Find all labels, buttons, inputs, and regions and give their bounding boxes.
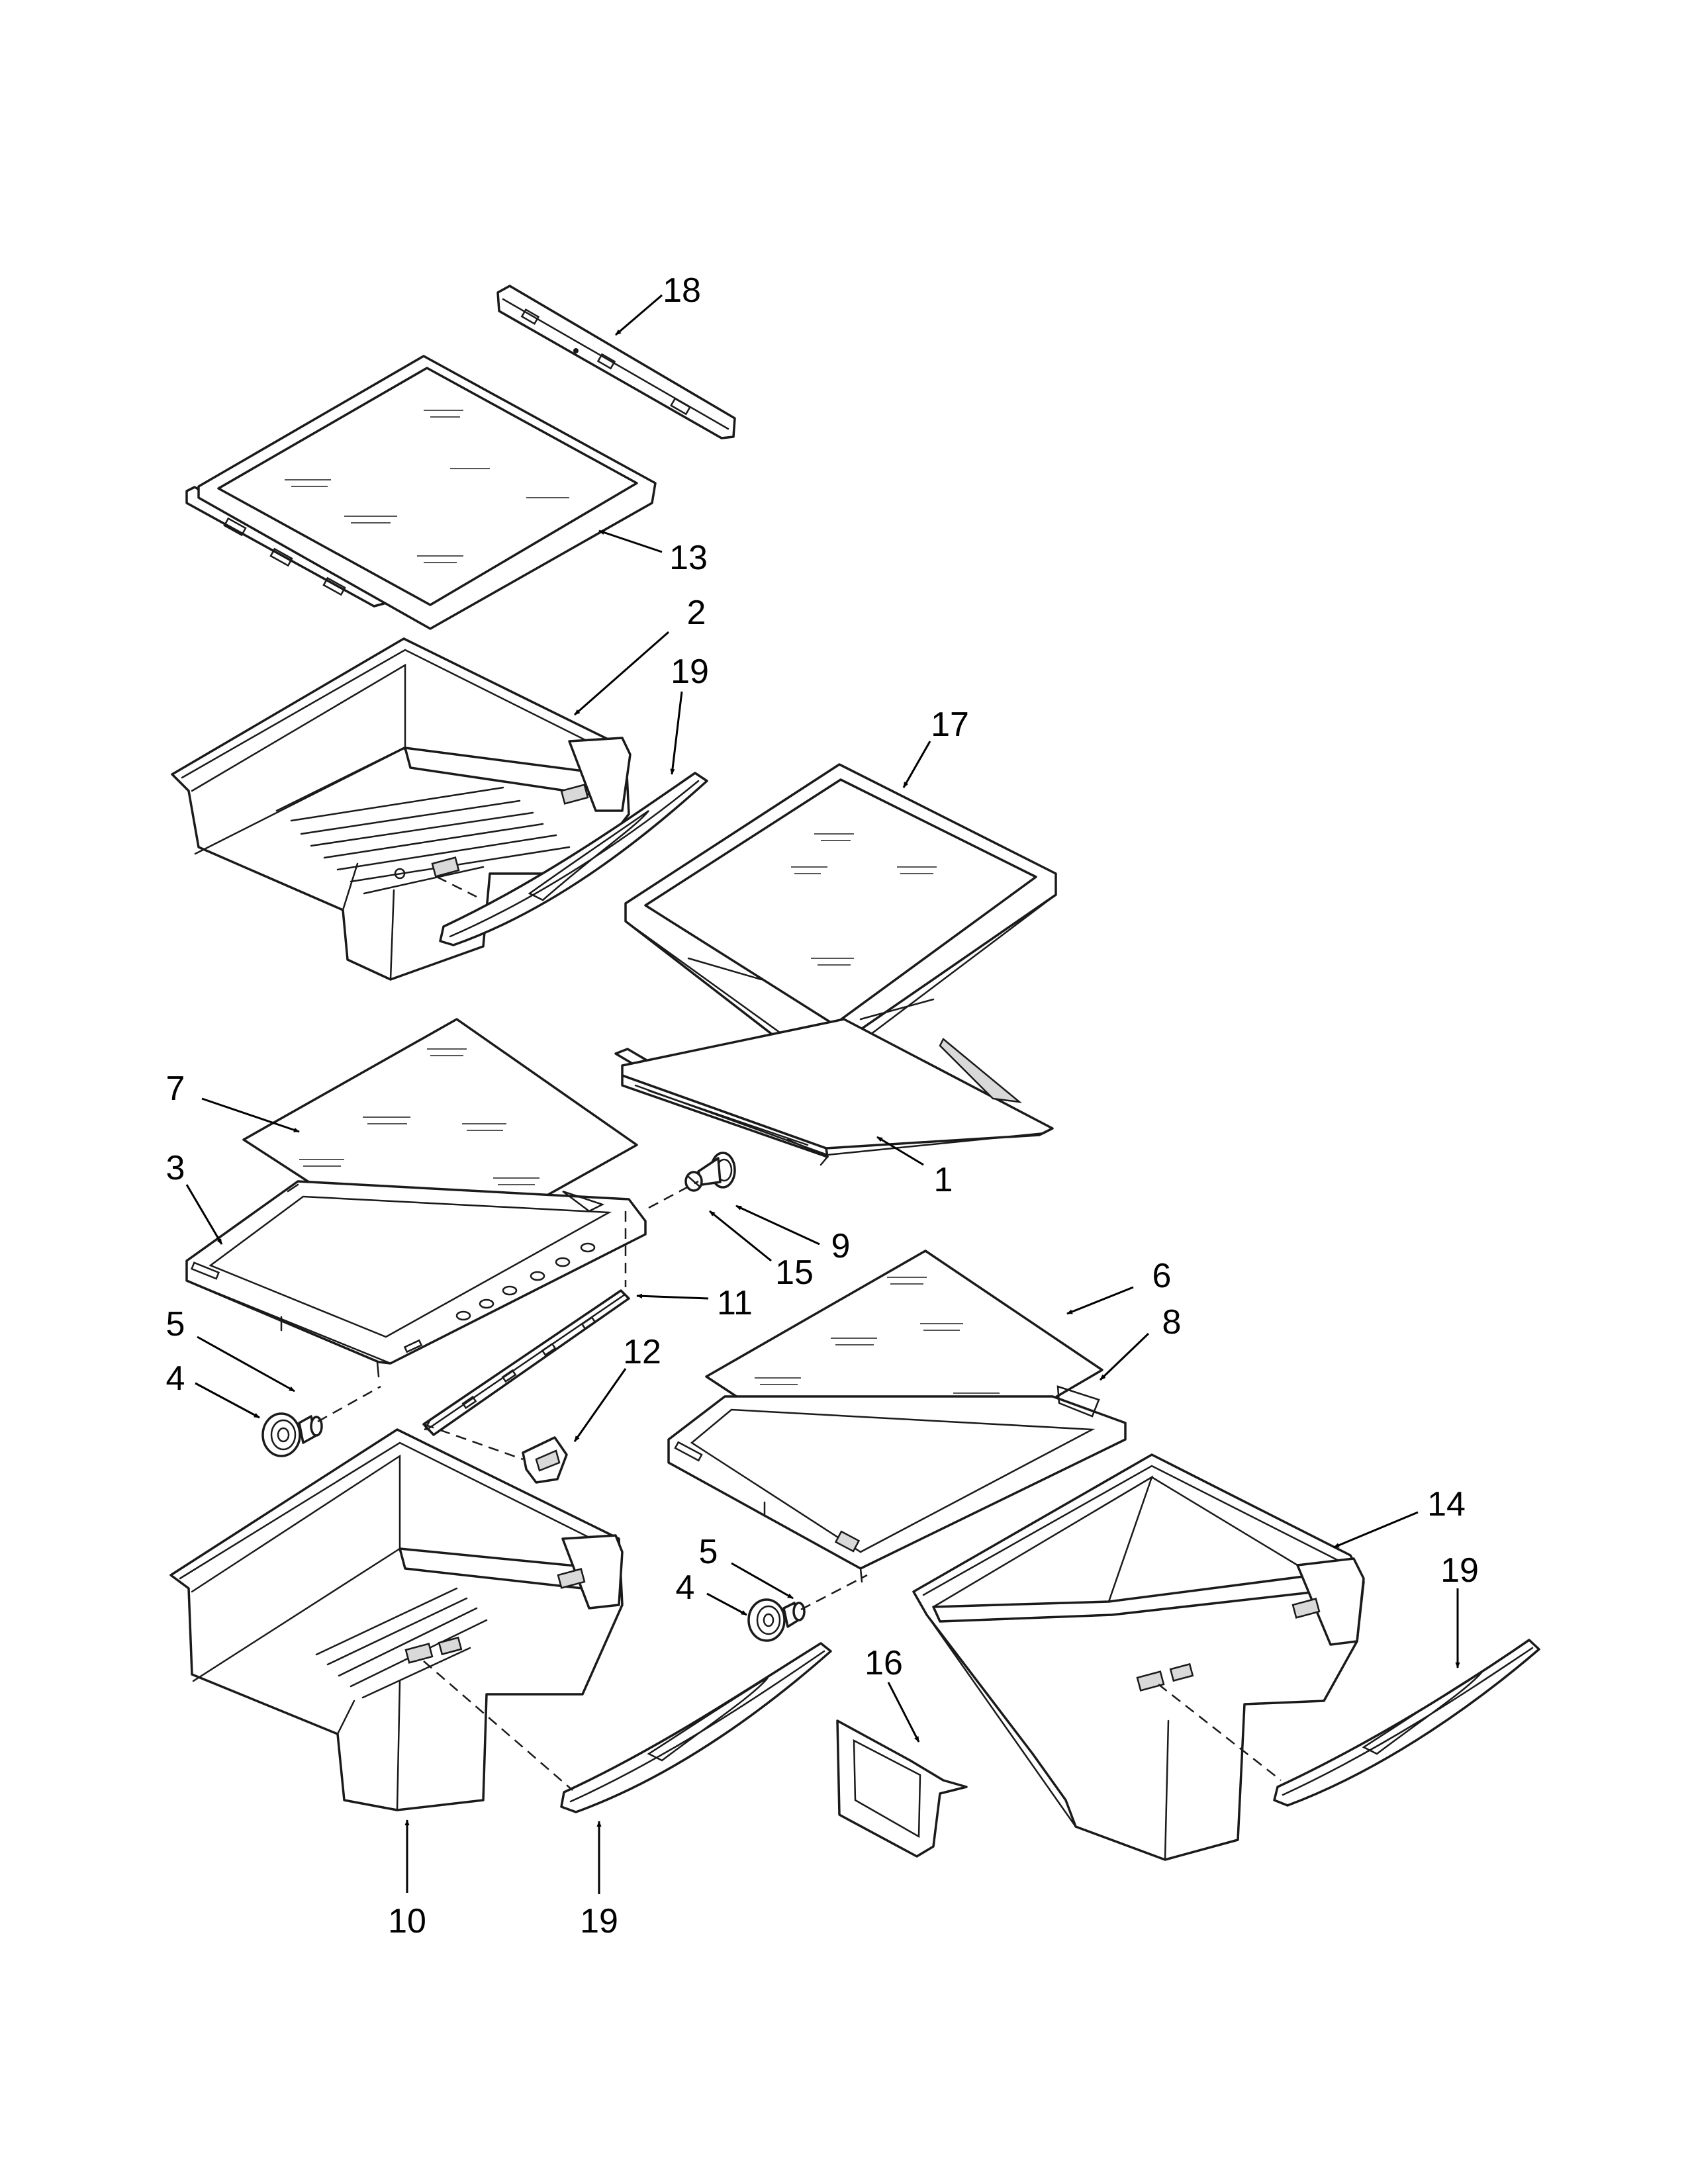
callout-4-left: 4 [166,1359,185,1398]
part-4-roller-left [261,1412,301,1457]
part-19-handle-lower-left [560,1642,832,1813]
part-14-lower-right-crisper [912,1453,1365,1861]
callout-5-left: 5 [166,1305,185,1343]
callout-18: 18 [663,271,701,310]
part-2-upper-crisper-drawer [171,637,632,981]
callout-6: 6 [1152,1257,1172,1295]
part-5-screw-left [298,1415,323,1444]
part-18-shelf-rail [496,285,736,439]
part-16-label-tag [836,1719,968,1858]
callout-19-upper: 19 [671,653,709,691]
callout-12: 12 [623,1333,661,1371]
callout-19-lower: 19 [580,1902,618,1940]
callout-labels: 18 13 2 19 17 7 3 1 9 15 11 6 8 5 4 12 1… [166,271,1479,1940]
callout-4-middle: 4 [676,1569,695,1607]
part-3-crisper-cover-frame [185,1180,647,1378]
callout-11: 11 [717,1284,753,1322]
part-12-clip [522,1436,568,1484]
callout-15: 15 [775,1253,814,1292]
part-19-handle-upper [439,772,708,946]
leader-lines [185,294,1460,1894]
callout-16: 16 [865,1644,903,1682]
callout-5-middle: 5 [699,1533,718,1571]
callout-3: 3 [166,1149,185,1187]
part-19-handle-lower-right [1273,1639,1540,1807]
callout-19-right: 19 [1440,1551,1479,1590]
part-5-screw-middle [782,1602,806,1628]
callout-8: 8 [1162,1303,1182,1342]
callout-14: 14 [1427,1485,1466,1524]
part-11-slide-rail [422,1289,630,1436]
part-15-screw [684,1171,703,1192]
callout-1: 1 [934,1161,953,1199]
part-13-upper-glass-shelf [185,355,657,630]
part-1-shelf-frame [614,1018,1054,1166]
callout-9: 9 [831,1227,851,1265]
part-4-roller-middle [747,1598,786,1642]
alignment-lines [317,876,1282,1791]
callout-2: 2 [687,594,706,632]
part-9-roller [697,1152,736,1189]
callout-13: 13 [669,539,708,577]
part-8-crisper-cover-frame [667,1385,1127,1583]
callout-7: 7 [166,1069,185,1108]
callout-10: 10 [388,1902,426,1940]
part-10-lower-crisper-drawer [169,1428,624,1811]
callout-17: 17 [931,705,969,744]
